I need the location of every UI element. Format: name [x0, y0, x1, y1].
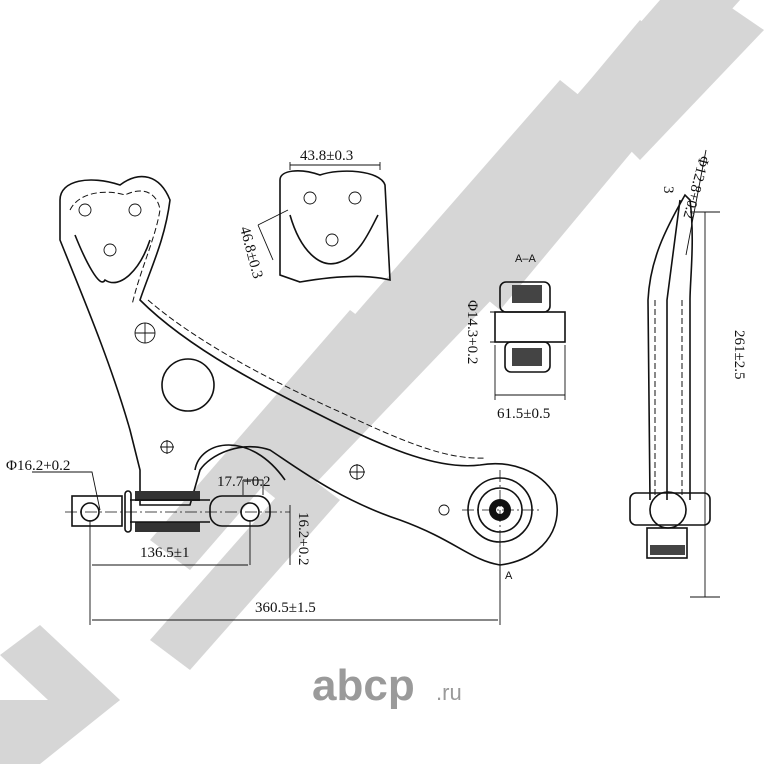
dim-bracket-height: 46.8±0.3	[236, 225, 265, 281]
logo-text: abcp	[312, 661, 415, 710]
abcp-logo: abcp .ru	[312, 661, 462, 710]
control-arm-top-view	[59, 175, 558, 590]
dim-eye-diameter: Φ16.2+0.2	[6, 458, 70, 474]
side-view	[629, 149, 720, 598]
dim-section-diameter: Φ14.3+0.2	[464, 300, 480, 364]
dim-bolt-hole: 17.7+0.2	[217, 474, 270, 490]
section-mark: A	[505, 570, 513, 582]
bracket-detail	[257, 162, 391, 283]
dim-ball-joint-diameter: Φ12.8+0.2	[679, 154, 711, 220]
dim-side-height: 261±2.5	[731, 330, 747, 379]
dim-bushing-length: 16.2+0.2	[295, 512, 311, 565]
section-a-a	[490, 281, 566, 400]
dim-bracket-width: 43.8±0.3	[300, 148, 353, 164]
dimension-lines	[32, 471, 501, 625]
dim-side-small: 3	[660, 186, 676, 194]
section-title: A–A	[515, 253, 536, 265]
dim-overall-length: 360.5±1.5	[255, 600, 316, 616]
dim-pivot-distance: 136.5±1	[140, 545, 189, 561]
dim-section-width: 61.5±0.5	[497, 406, 550, 422]
logo-suffix: .ru	[436, 680, 462, 705]
